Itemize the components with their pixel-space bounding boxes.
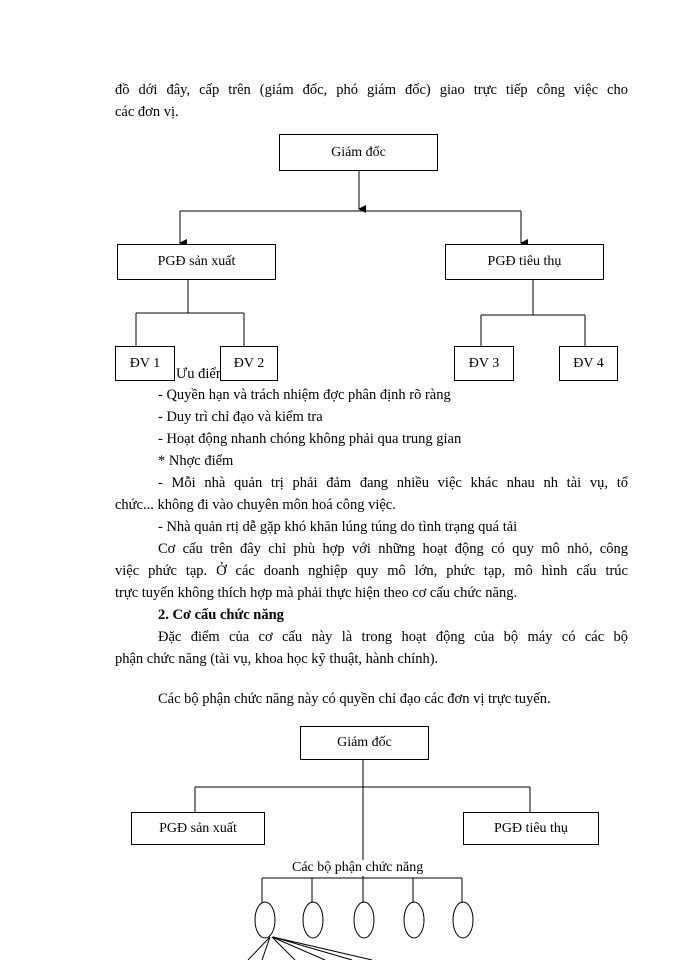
section-line-2: phận chức năng (tài vụ, khoa học kỹ thuậ…: [115, 651, 439, 667]
section-line-1: Đặc điểm của cơ cấu này là trong hoạt độ…: [158, 629, 628, 645]
section-heading: 2. Cơ cấu chức năng: [158, 607, 284, 623]
org2-deputy-production-box: PGĐ sản xuất: [131, 812, 265, 845]
disadvantage-item-1b: chức... không đi vào chuyên môn hoá công…: [115, 497, 396, 513]
org2-director-label: Giám đốc: [337, 735, 392, 750]
org1-unit-1-box: ĐV 1: [115, 346, 175, 381]
paragraph-line-3: trực tuyến không thích hợp mà phải thực …: [115, 585, 518, 601]
org1-director-label: Giám đốc: [331, 144, 386, 160]
org2-deputy-production-label: PGĐ sản xuất: [159, 820, 237, 836]
disadvantage-item-2: - Nhà quản rtị dễ gặp khó khăn lúng túng…: [158, 519, 518, 535]
org1-deputy-production-box: PGĐ sản xuất: [117, 244, 276, 280]
org2-director-box: Giám đốc: [300, 726, 429, 760]
org1-unit-2-label: ĐV 2: [233, 355, 265, 371]
org1-director-box: Giám đốc: [279, 134, 438, 171]
org1-deputy-sales-label: PGĐ tiêu thụ: [487, 254, 562, 269]
section-line-3: Các bộ phận chức năng này có quyền chỉ đ…: [158, 691, 551, 707]
org2-deputy-sales-label: PGĐ tiêu thụ: [494, 820, 568, 836]
advantage-item-1: - Quyền hạn và trách nhiệm đợc phân định…: [158, 387, 451, 403]
org1-deputy-production-label: PGĐ sản xuất: [157, 254, 236, 269]
org1-unit-2-box: ĐV 2: [220, 346, 278, 381]
org1-unit-1-label: ĐV 1: [129, 355, 161, 371]
org1-unit-4-box: ĐV 4: [559, 346, 618, 381]
org2-functional-departments-label: Các bộ phận chức năng: [292, 860, 424, 876]
org1-unit-4-label: ĐV 4: [573, 355, 604, 371]
org2-deputy-sales-box: PGĐ tiêu thụ: [463, 812, 599, 845]
disadvantage-item-1a: - Mỗi nhà quản trị phải đảm đang nhiều v…: [158, 475, 628, 491]
paragraph-line-1: Cơ cấu trên đây chỉ phù hợp với những ho…: [158, 541, 628, 557]
intro-line-2: các đơn vị.: [115, 104, 179, 120]
org1-unit-3-box: ĐV 3: [454, 346, 514, 381]
paragraph-line-2: việc phức tạp. Ở các doanh nghiệp quy mô…: [115, 563, 628, 579]
intro-line-1: đồ dới đây, cấp trên (giám đốc, phó giám…: [115, 82, 628, 98]
advantage-item-3: - Hoạt động nhanh chóng không phải qua t…: [158, 431, 462, 447]
disadvantages-heading: * Nhợc điểm: [158, 453, 234, 469]
org1-deputy-sales-box: PGĐ tiêu thụ: [445, 244, 604, 280]
advantage-item-2: - Duy trì chỉ đạo và kiểm tra: [158, 409, 323, 425]
org1-unit-3-label: ĐV 3: [468, 355, 500, 371]
